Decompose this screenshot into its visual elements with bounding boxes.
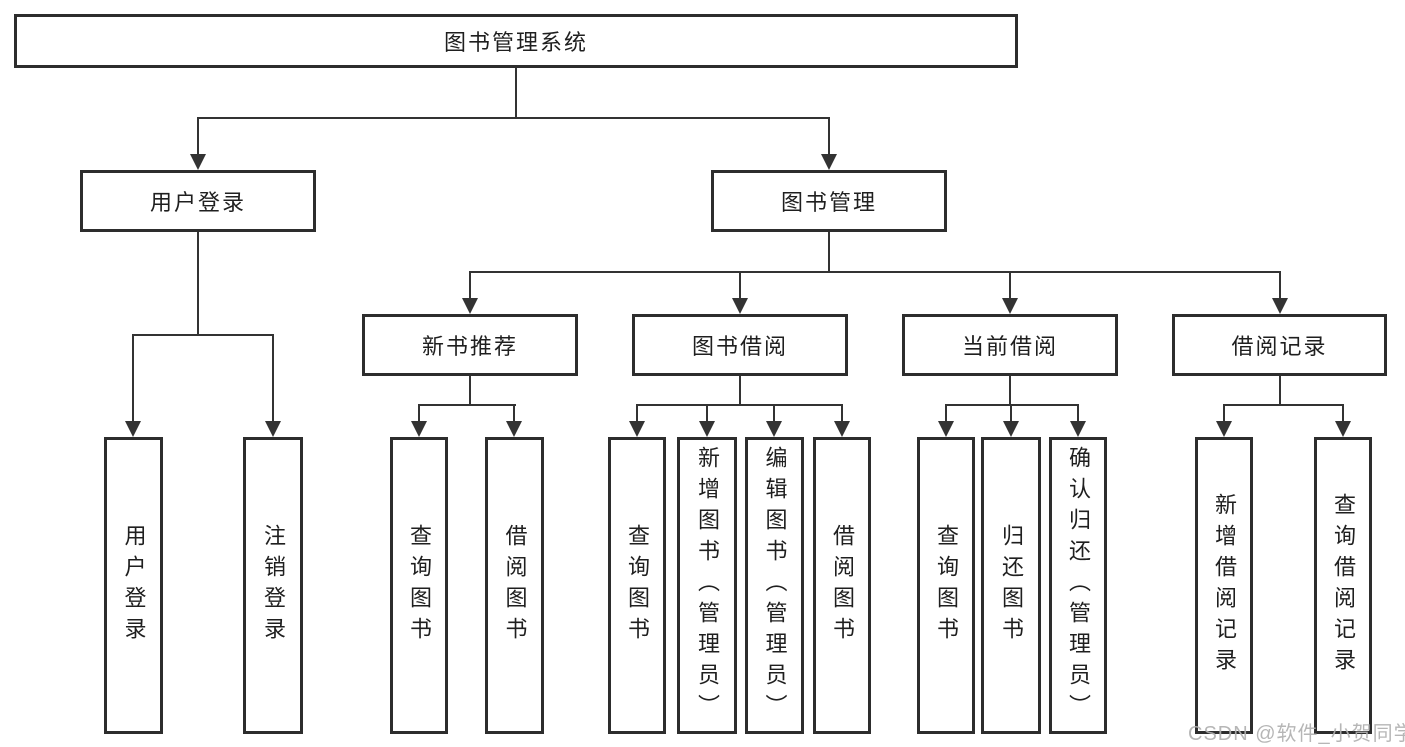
connector-g2-drop-1 [636, 404, 638, 423]
connector-user-split [132, 334, 274, 336]
leaf-edit-books-admin-label: 编辑图书（管理员） [762, 446, 788, 725]
leaf-reco-query-books-label: 查询图书 [407, 523, 432, 648]
leaf-add-books-admin-label: 新增图书（管理员） [695, 446, 720, 725]
leaf-borrow-books: 借阅图书 [813, 437, 871, 734]
arrowhead-icon [190, 154, 206, 170]
connector-g3-drop-3 [1077, 404, 1079, 423]
leaf-confirm-return-admin: 确认归还（管理员） [1049, 437, 1107, 734]
leaf-borrow-query-books: 查询图书 [608, 437, 666, 734]
leaf-add-books-admin: 新增图书（管理员） [677, 437, 737, 734]
arrowhead-icon [265, 421, 281, 437]
connector-g4-stem [1279, 376, 1281, 406]
leaf-user-login-label: 用户登录 [121, 523, 147, 648]
leaf-query-borrow-record: 查询借阅记录 [1314, 437, 1372, 734]
leaf-add-borrow-record-label: 新增借阅记录 [1212, 492, 1237, 679]
node-borrow-records-label: 借阅记录 [1231, 334, 1328, 359]
connector-g3-stem [1009, 376, 1011, 406]
leaf-logout: 注销登录 [243, 437, 303, 734]
leaf-return-books: 归还图书 [981, 437, 1041, 734]
arrowhead-icon [411, 421, 427, 437]
leaf-reco-borrow-books-label: 借阅图书 [502, 523, 528, 648]
connector-g1-drop-2 [513, 404, 515, 423]
connector-g2-drop-4 [841, 404, 843, 423]
connector-g4-drop-1 [1223, 404, 1225, 423]
connector-g4-split [1223, 404, 1344, 406]
connector-g2-split [636, 404, 843, 406]
arrowhead-icon [506, 421, 522, 437]
leaf-borrow-query-books-label: 查询图书 [625, 523, 650, 648]
arrowhead-icon [1003, 421, 1019, 437]
leaf-current-query-books: 查询图书 [917, 437, 975, 734]
arrowhead-icon [1002, 298, 1018, 314]
connector-g2-stem [739, 376, 741, 406]
arrowhead-icon [462, 298, 478, 314]
csdn-watermark: CSDN @软件_小贺同学 [1188, 723, 1405, 745]
leaf-logout-label: 注销登录 [261, 523, 286, 648]
node-root-label: 图书管理系统 [443, 30, 588, 55]
connector-books-drop-1 [469, 271, 471, 300]
connector-root-left-drop [197, 117, 199, 156]
node-user-login-branch-label: 用户登录 [149, 190, 246, 215]
connector-books-drop-3 [1009, 271, 1011, 300]
arrowhead-icon [766, 421, 782, 437]
connector-books-split [469, 271, 1281, 273]
node-user-login-branch: 用户登录 [80, 170, 316, 232]
leaf-reco-borrow-books: 借阅图书 [485, 437, 544, 734]
connector-g1-split [418, 404, 516, 406]
leaf-edit-books-admin: 编辑图书（管理员） [745, 437, 804, 734]
node-borrow-records: 借阅记录 [1172, 314, 1387, 376]
node-book-borrow: 图书借阅 [632, 314, 848, 376]
leaf-return-books-label: 归还图书 [999, 523, 1024, 648]
connector-g2-drop-2 [706, 404, 708, 423]
node-new-book-reco-label: 新书推荐 [421, 334, 518, 359]
node-current-borrow: 当前借阅 [902, 314, 1118, 376]
connector-g2-drop-3 [773, 404, 775, 423]
arrowhead-icon [938, 421, 954, 437]
connector-user-right-drop [272, 334, 274, 423]
connector-root-right-drop [828, 117, 830, 156]
arrowhead-icon [1272, 298, 1288, 314]
connector-user-left-drop [132, 334, 134, 423]
connector-g1-drop-1 [418, 404, 420, 423]
arrowhead-icon [629, 421, 645, 437]
leaf-reco-query-books: 查询图书 [390, 437, 448, 734]
connector-books-drop-4 [1279, 271, 1281, 300]
leaf-add-borrow-record: 新增借阅记录 [1195, 437, 1253, 734]
connector-root-split [197, 117, 830, 119]
connector-g3-drop-2 [1010, 404, 1012, 423]
leaf-query-borrow-record-label: 查询借阅记录 [1331, 492, 1356, 679]
arrowhead-icon [821, 154, 837, 170]
arrowhead-icon [834, 421, 850, 437]
node-current-borrow-label: 当前借阅 [961, 334, 1058, 359]
node-book-borrow-label: 图书借阅 [691, 334, 788, 359]
connector-root-stem [515, 68, 517, 118]
connector-g3-split [945, 404, 1079, 406]
arrowhead-icon [1216, 421, 1232, 437]
leaf-confirm-return-admin-label: 确认归还（管理员） [1066, 446, 1091, 725]
connector-g4-drop-2 [1342, 404, 1344, 423]
connector-books-drop-2 [739, 271, 741, 300]
node-book-mgmt-branch-label: 图书管理 [780, 190, 877, 215]
arrowhead-icon [1335, 421, 1351, 437]
arrowhead-icon [699, 421, 715, 437]
leaf-user-login: 用户登录 [104, 437, 163, 734]
arrowhead-icon [1070, 421, 1086, 437]
arrowhead-icon [732, 298, 748, 314]
connector-g3-drop-1 [945, 404, 947, 423]
arrowhead-icon [125, 421, 141, 437]
node-root: 图书管理系统 [14, 14, 1018, 68]
leaf-borrow-books-label: 借阅图书 [830, 523, 855, 648]
leaf-current-query-books-label: 查询图书 [934, 523, 959, 648]
connector-books-stem [828, 232, 830, 273]
node-new-book-reco: 新书推荐 [362, 314, 578, 376]
connector-user-stem [197, 232, 199, 336]
connector-g1-stem [469, 376, 471, 406]
node-book-mgmt-branch: 图书管理 [711, 170, 947, 232]
